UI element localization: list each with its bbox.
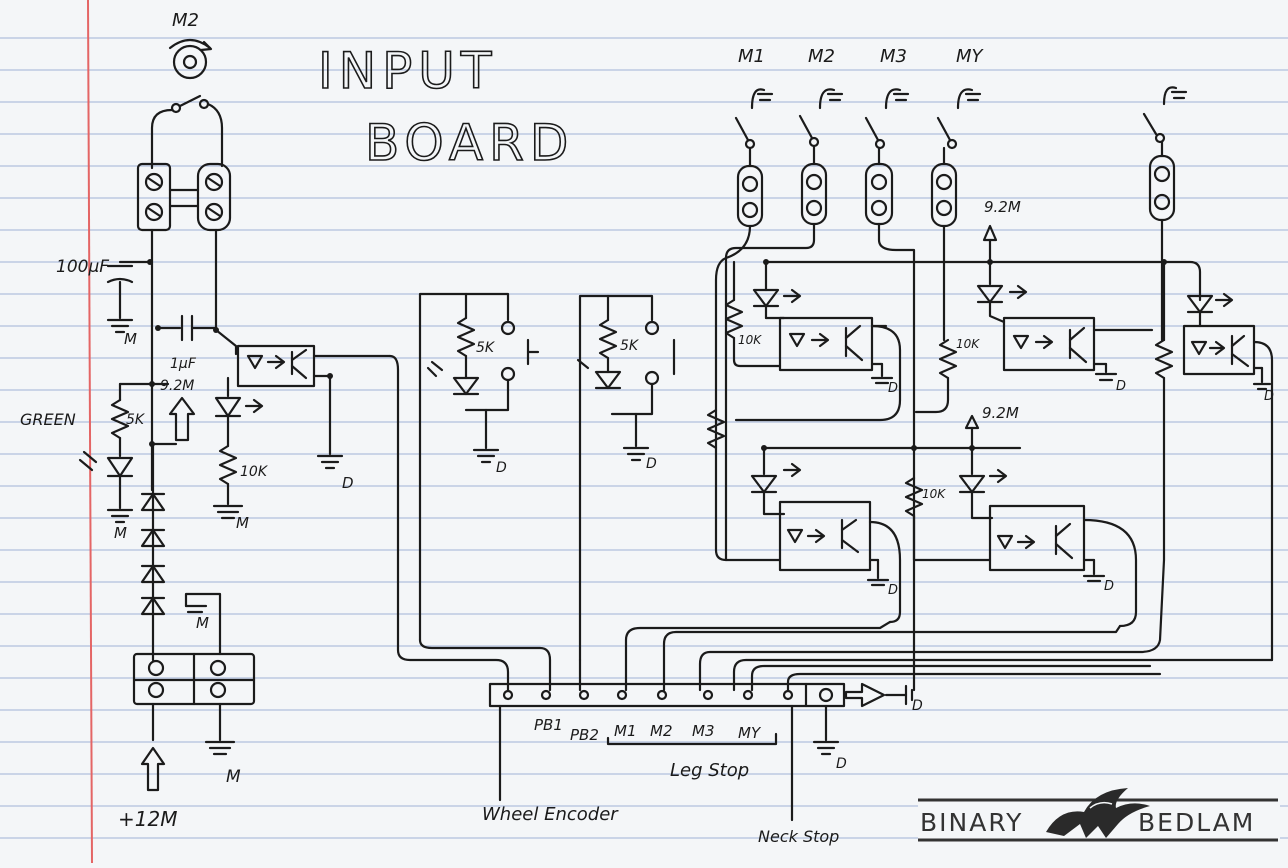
binary-bedlam-logo: BINARY BEDLAM (918, 788, 1280, 842)
opto-block-4 (750, 446, 902, 624)
ground-d-label-o1: D (888, 381, 898, 396)
cap-100uf-label: 100µF (56, 257, 109, 277)
status-led-branch (212, 376, 264, 520)
res-5k-left-label: 5K (126, 412, 146, 428)
probe-label-m3: M3 (880, 46, 907, 67)
margin-line (87, 0, 93, 864)
ground-m-label-4: M (226, 767, 241, 787)
power-arrow-left (150, 396, 196, 446)
green-led-branch (78, 382, 154, 524)
sensor-resistors (706, 298, 1174, 518)
ground-m-label-5: M (236, 514, 249, 532)
ground-d-label-conn: D (912, 698, 923, 714)
supply-label: +12M (118, 807, 177, 831)
pushbutton-circuit-2 (576, 294, 676, 662)
ground-m-label-1: M (124, 330, 137, 348)
bus-wiring (388, 354, 1274, 692)
probe-switch-m3 (864, 88, 910, 226)
ground-m-mid (184, 592, 222, 656)
res-5k-sw2-label: 5K (620, 338, 640, 354)
opto-block-2 (976, 260, 1154, 382)
connector-label-m1: M1 (614, 722, 637, 740)
res-10k-label-o2: 10K (956, 337, 980, 351)
connector-label-pb1: PB1 (534, 716, 563, 734)
ground-d-label-sw2: D (646, 456, 657, 472)
logo-right-text: BEDLAM (1138, 808, 1255, 837)
opto-block-5 (958, 446, 1138, 628)
opto-block-1 (752, 260, 894, 385)
ground-m-label-2: M (114, 524, 127, 542)
probe-label-m2: M2 (808, 46, 835, 67)
cap-1uf-label: 1µF (170, 356, 197, 372)
leg-stop-label: Leg Stop (670, 760, 749, 781)
connector-label-pb2: PB2 (570, 726, 599, 744)
green-label: GREEN (20, 410, 76, 429)
probe-switch-m2 (798, 88, 844, 226)
probe-label-m1: M1 (738, 46, 765, 67)
ground-d-label-conn2: D (836, 756, 847, 772)
wheel-encoder-label: Wheel Encoder (482, 804, 619, 825)
title-line-2: BOARD (365, 114, 574, 172)
capacitor-1uf (156, 314, 218, 342)
connector-label-my: MY (738, 724, 762, 742)
pushbutton-circuit-1 (418, 292, 540, 642)
top-connector (136, 162, 232, 232)
probe-label-my: MY (956, 46, 985, 67)
capacitor-100uf (106, 260, 152, 334)
ground-m-label-3: M (196, 614, 209, 632)
probe-switch-m1 (734, 88, 774, 228)
v92-label-top: 9.2M (984, 198, 1021, 216)
opto-block-3 (1162, 260, 1274, 662)
res-10k-left-label: 10K (240, 464, 269, 480)
ground-d-label-o2: D (1116, 379, 1126, 394)
res-5k-sw1-label: 5K (476, 340, 496, 356)
res-10k-label-o1: 10K (738, 333, 762, 347)
connector-label-m2: M2 (650, 722, 673, 740)
top-switch (150, 94, 224, 170)
diode-chain (140, 442, 166, 662)
output-connector (488, 682, 914, 822)
supply-arrow (140, 746, 166, 792)
probe-switch-my (930, 88, 982, 228)
ground-d-label-o5: D (1104, 579, 1114, 594)
v92-label-mid: 9.2M (982, 404, 1019, 422)
ground-d-label-o4: D (888, 583, 898, 598)
optocoupler-left (214, 328, 392, 470)
connector-label-m3: M3 (692, 722, 715, 740)
m2-label: M2 (172, 10, 199, 31)
power-connector (132, 652, 256, 756)
probe-switch-extra (1142, 86, 1188, 222)
title-line-1: INPUT (318, 42, 497, 100)
m2-rotation-icon (168, 38, 213, 80)
res-10k-label-o4: 10K (922, 487, 946, 501)
ground-d-label-sw1: D (496, 460, 507, 476)
sensor-wiring (698, 218, 1166, 692)
v92-label-left: 9.2M (160, 378, 194, 394)
neck-stop-label: Neck Stop (758, 827, 839, 846)
ruled-lines (0, 37, 1288, 839)
ground-d-label-o3: D (1264, 389, 1274, 404)
logo-left-text: BINARY (920, 808, 1023, 837)
v92-rail-mid (761, 414, 1022, 451)
dragon-logo-icon (1046, 788, 1150, 838)
ground-d-label-1: D (342, 474, 354, 492)
